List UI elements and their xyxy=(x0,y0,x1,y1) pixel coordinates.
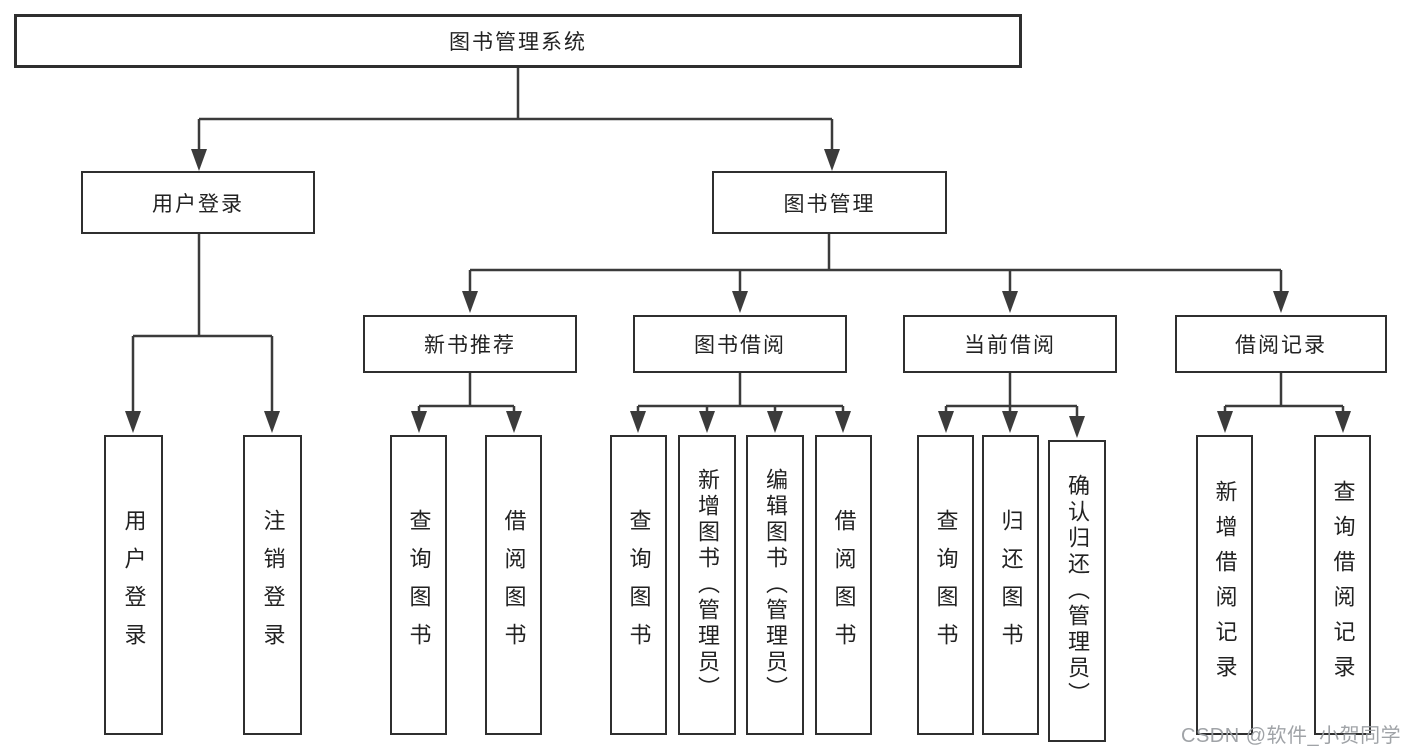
node-label: 图书管理系统 xyxy=(449,31,587,54)
leaf-records-add-borrow-record: 新增借阅记录 xyxy=(1196,435,1253,735)
leaf-current-return-books: 归还图书 xyxy=(982,435,1039,735)
csdn-watermark: CSDN @软件_小贺同学 xyxy=(1181,725,1402,747)
node-current-borrowing: 当前借阅 xyxy=(903,315,1117,373)
node-book-borrowing: 图书借阅 xyxy=(633,315,847,373)
node-label: 借阅记录 xyxy=(1235,334,1327,357)
leaf-logout: 注销登录 xyxy=(243,435,302,735)
node-label: 用户登录 xyxy=(121,509,147,661)
node-user-login: 用户登录 xyxy=(81,171,315,234)
node-label: 查询图书 xyxy=(406,509,432,661)
node-label: 注销登录 xyxy=(260,509,286,661)
leaf-borrow-edit-books-admin: 编辑图书（管理员） xyxy=(746,435,804,735)
node-label: 编辑图书（管理员） xyxy=(763,468,788,702)
node-label: 新增图书（管理员） xyxy=(695,468,720,702)
node-new-book-recommendation: 新书推荐 xyxy=(363,315,577,373)
leaf-recommend-query-books: 查询图书 xyxy=(390,435,447,735)
leaf-current-confirm-return-admin: 确认归还（管理员） xyxy=(1048,440,1106,742)
node-label: 查询图书 xyxy=(933,509,959,661)
node-label: 新书推荐 xyxy=(424,334,516,357)
node-label: 借阅图书 xyxy=(831,509,857,661)
leaf-user-login: 用户登录 xyxy=(104,435,163,735)
node-label: 图书借阅 xyxy=(694,334,786,357)
node-label: 图书管理 xyxy=(783,192,876,216)
leaf-recommend-borrow-books: 借阅图书 xyxy=(485,435,542,735)
node-label: 归还图书 xyxy=(998,509,1024,661)
node-label: 新增借阅记录 xyxy=(1212,480,1238,690)
node-book-management: 图书管理 xyxy=(712,171,947,234)
leaf-borrow-borrow-books: 借阅图书 xyxy=(815,435,872,735)
node-borrowing-records: 借阅记录 xyxy=(1175,315,1387,373)
node-label: 当前借阅 xyxy=(964,334,1056,357)
leaf-borrow-add-books-admin: 新增图书（管理员） xyxy=(678,435,736,735)
node-label: 确认归还（管理员） xyxy=(1065,474,1090,708)
node-label: 查询借阅记录 xyxy=(1330,480,1356,690)
node-library-management-system: 图书管理系统 xyxy=(14,14,1022,68)
leaf-borrow-query-books: 查询图书 xyxy=(610,435,667,735)
leaf-records-query-borrow-record: 查询借阅记录 xyxy=(1314,435,1371,735)
leaf-current-query-books: 查询图书 xyxy=(917,435,974,735)
node-label: 用户登录 xyxy=(152,192,244,216)
node-label: 借阅图书 xyxy=(501,509,527,661)
node-label: 查询图书 xyxy=(626,509,652,661)
